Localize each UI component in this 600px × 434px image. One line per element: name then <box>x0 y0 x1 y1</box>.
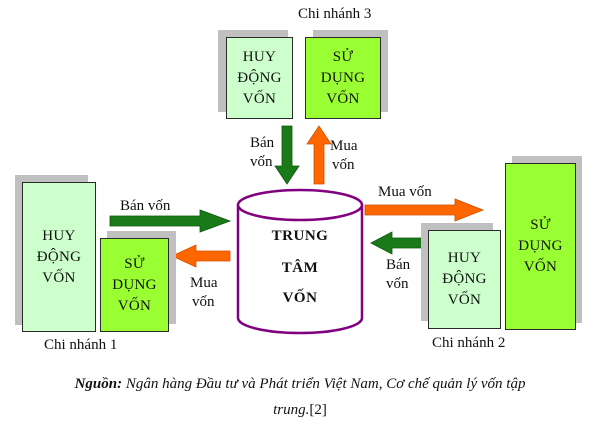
box-text: DỤNG <box>518 238 563 254</box>
box-text: VỐN <box>242 90 277 107</box>
branch1-huy-dong-von-box: HUY ĐỘNG VỐN <box>22 182 96 332</box>
box-text: ĐỘNG <box>237 69 282 86</box>
box-text: VỐN <box>42 269 76 286</box>
box-text: SỬ <box>530 217 551 233</box>
box-text: VỐN <box>117 297 152 314</box>
branch1-su-dung-von-box: SỬ DỤNG VỐN <box>100 238 169 332</box>
source-label: Nguồn: <box>74 376 123 392</box>
branch3-label: Chi nhánh 3 <box>298 6 372 22</box>
branch2-ban-von-label: Bán vốn <box>386 257 411 292</box>
box-text: HUY <box>42 227 76 244</box>
box-text: HUY <box>242 48 277 65</box>
branch3-ban-von-label: Bán vốn <box>250 135 275 170</box>
source-caption-line1: Nguồn: Ngân hàng Đầu tư và Phát triển Vi… <box>0 376 600 393</box>
branch2-su-dung-von-box: SỬ DỤNG VỐN <box>505 163 576 330</box>
branch3-su-dung-von-box: SỬ DỤNG VỐN <box>305 37 381 119</box>
box-text: VỐN <box>523 259 558 275</box>
box-text: DỤNG <box>320 69 366 86</box>
arrow-branch2-ban-von <box>370 231 428 255</box>
arrow-branch1-ban-von <box>109 209 232 233</box>
branch2-huy-dong-von-box: HUY ĐỘNG VỐN <box>428 230 501 329</box>
box-text: VỐN <box>447 292 482 308</box>
capital-center-cylinder <box>236 188 364 335</box>
box-text: SỬ <box>124 255 145 272</box>
source-caption-line2: trung.[2] <box>0 402 600 419</box>
box-text: ĐỘNG <box>442 271 487 287</box>
arrow-branch3-ban-von <box>274 125 300 185</box>
branch1-label: Chi nhánh 1 <box>44 337 118 353</box>
center-label-line1: TRUNG <box>271 228 329 244</box>
branch1-ban-von-label: Bán vốn <box>120 198 171 214</box>
box-text: VỐN <box>326 90 360 107</box>
center-label-line3: VỐN <box>282 290 318 306</box>
branch3-huy-dong-von-box: HUY ĐỘNG VỐN <box>226 37 293 119</box>
center-label-line2: TÂM <box>281 260 319 276</box>
arrow-branch1-mua-von <box>171 244 231 268</box>
box-text: DỤNG <box>112 276 157 293</box>
reference-number: [2] <box>309 402 327 418</box>
arrow-branch2-mua-von <box>364 198 485 222</box>
branch3-mua-von-label: Mua vốn <box>330 138 358 173</box>
box-text: SỬ <box>332 48 354 65</box>
box-text: HUY <box>447 250 482 266</box>
branch1-mua-von-label: Mua vốn <box>190 275 218 310</box>
box-text: ĐỘNG <box>36 248 82 265</box>
source-text: Ngân hàng Đầu tư và Phát triển Việt Nam,… <box>122 376 526 392</box>
branch2-label: Chi nhánh 2 <box>432 335 506 351</box>
source-text-end: trung. <box>273 402 310 418</box>
arrow-branch3-mua-von <box>306 125 332 185</box>
branch2-mua-von-label: Mua vốn <box>378 184 432 200</box>
